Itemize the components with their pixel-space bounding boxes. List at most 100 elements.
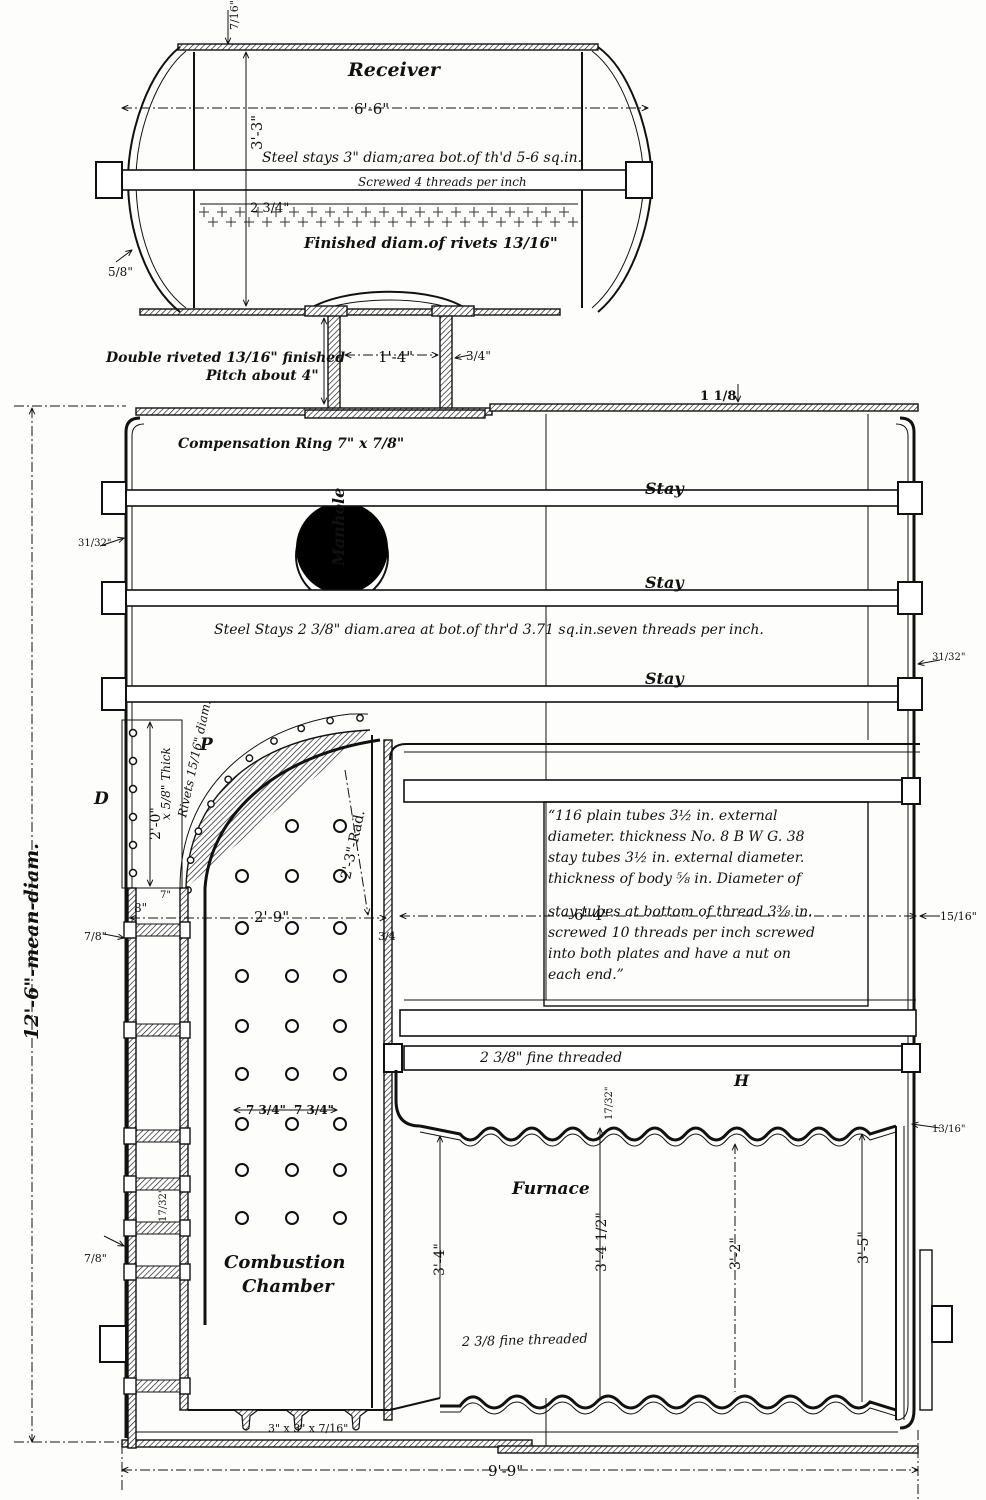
water-space-stay (135, 1265, 181, 1279)
furnace (99, 1070, 953, 1420)
crown-rivet (356, 714, 364, 722)
crown-inner-line (203, 738, 381, 1325)
stay-hole (235, 969, 249, 983)
stay-hole (333, 921, 347, 935)
rivet-mark (406, 217, 416, 227)
stay-hole (333, 1067, 347, 1081)
stay-hole (285, 1067, 299, 1081)
receiver-top-plate (177, 43, 599, 51)
stay-hole (333, 969, 347, 983)
girder-rivet (128, 756, 138, 766)
stay-nut (897, 677, 923, 711)
furnace-diameter-4-label: 3'-5" (856, 1231, 872, 1264)
stay-nut (179, 1377, 191, 1395)
rivet-mark (208, 217, 218, 227)
water-space-stay (135, 923, 181, 937)
rivet-mark (550, 217, 560, 227)
tube-note-line: stay tubes 3½ in. external diameter. (548, 850, 805, 866)
girder-size-label: x 5/8" Thick (159, 747, 173, 820)
neck-plate-thickness: 3/4" (466, 349, 491, 363)
stay-nut (897, 481, 923, 515)
water-space-stay (135, 1379, 181, 1393)
stay-hole (285, 869, 299, 883)
manhole-label: Manhole (329, 488, 348, 567)
rivet-mark (478, 217, 488, 227)
chamber-width-label: 2'-9" (254, 908, 289, 926)
crown-radius-dimension (344, 769, 368, 915)
rivet-mark (289, 207, 299, 217)
furnace-stay-nut-left (99, 1325, 127, 1363)
shell-thickness-label: 1 1/8 (700, 389, 736, 404)
tube-note-line: into both plates and have a nut on (548, 946, 791, 962)
stay-pitch-2: 7 3/4" (294, 1103, 334, 1117)
rivet-mark (532, 217, 542, 227)
stay-hole (235, 1117, 249, 1131)
receiver-height-label: 3'-3" (248, 115, 266, 150)
rivet-mark (280, 217, 290, 227)
rivet-mark (370, 217, 380, 227)
water-space-stays (123, 921, 191, 1395)
tube-note-box (543, 801, 869, 1007)
stay-hole (333, 1163, 347, 1177)
stay-nut (123, 1021, 137, 1039)
girder-rivet (128, 812, 138, 822)
rivet-mark (361, 207, 371, 217)
stay-label-1: Stay (645, 479, 685, 498)
stay-hole (235, 1067, 249, 1081)
rivet-mark (235, 207, 245, 217)
outer-plate-thickness: 7/8" (84, 1252, 107, 1265)
stay-nut (179, 1021, 191, 1039)
neck-rivet-note-2: Pitch about 4" (205, 368, 319, 384)
rivet-mark (541, 207, 551, 217)
receiver-rivet-note: Finished diam.of rivets 13/16" (303, 234, 558, 252)
wrapper-thickness: 7/8" (84, 930, 107, 943)
combustion-chamber-label-2: Chamber (242, 1276, 335, 1297)
stay-nut (101, 677, 127, 711)
boiler-length-label: 9'-9" (488, 1462, 523, 1480)
rivet-mark (343, 207, 353, 217)
stay-hole (285, 1211, 299, 1225)
rivet-mark (397, 207, 407, 217)
stay-hole (285, 1019, 299, 1033)
labels: Receiver 7/16" 6'-6" 3'-3" Steel stays 3… (21, 0, 977, 1480)
stay-nut (123, 1219, 137, 1237)
stay-nut (101, 481, 127, 515)
steam-neck (304, 290, 475, 411)
angle-iron (284, 1409, 312, 1431)
furnace-corrugated-top (419, 1124, 897, 1142)
flange-label: 7" (160, 890, 171, 901)
receiver-bottom-plate (139, 308, 561, 316)
receiver-head-thickness: 5/8" (108, 265, 133, 279)
receiver-shell-thickness: 7/16" (228, 0, 241, 30)
receiver-rivet-pitch: 2 3/4" (250, 201, 289, 216)
letter-p: P (199, 735, 214, 755)
girder-rivet (128, 784, 138, 794)
stay-label-2: Stay (645, 573, 685, 592)
rivet-mark (271, 207, 281, 217)
water-space-stay (135, 1221, 181, 1235)
rivet-mark (217, 207, 227, 217)
chamber-back-inner (179, 887, 189, 1411)
rivet-mark (505, 207, 515, 217)
rivet-mark (433, 207, 443, 217)
stay-nut (897, 581, 923, 615)
longitudinal-stay-rod (117, 489, 909, 507)
stay-tube-upper (403, 779, 917, 803)
rivet-mark (253, 207, 263, 217)
furnace-front-thickness: 13/16" (932, 1124, 965, 1135)
crown-rivet (270, 737, 278, 745)
tube-note-line: thickness of body ⅝ in. Diameter of (548, 871, 802, 887)
rivet-mark (388, 217, 398, 227)
rivet-mark (316, 217, 326, 227)
stay-hole (235, 869, 249, 883)
water-stay-thread: 17/32" (158, 1189, 169, 1222)
neck-rivet-note-1: Double riveted 13/16" finished (105, 350, 345, 366)
right-end-plate (899, 416, 916, 1430)
rivet-mark (559, 207, 569, 217)
shell-top-plate-right (489, 403, 919, 412)
stay-hole (333, 1211, 347, 1225)
longitudinal-stay-rod (117, 685, 909, 703)
rivet-mark (487, 207, 497, 217)
right-end-plate-thickness: 31/32" (932, 652, 965, 663)
tube-plate-thickness: 15/16" (940, 910, 977, 923)
